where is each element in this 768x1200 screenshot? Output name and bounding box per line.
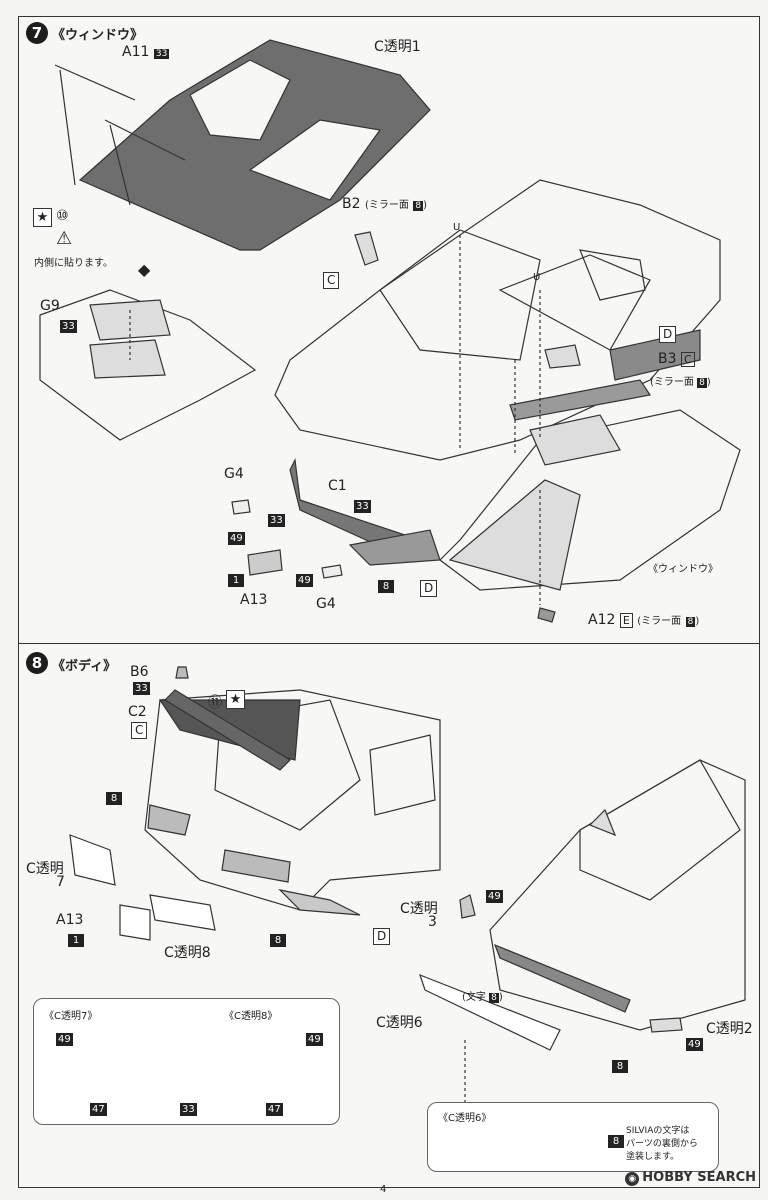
instruction-frame	[18, 16, 760, 1188]
num8-c: 8	[612, 1060, 628, 1073]
num8-b: 8	[270, 934, 286, 947]
panel-num47-b: 47	[266, 1103, 283, 1116]
label-u1: U	[453, 222, 461, 233]
c2-box: C	[131, 722, 148, 739]
num49-a: 49	[486, 890, 503, 903]
num49: 49	[296, 574, 313, 587]
page-number: 4	[380, 1184, 387, 1195]
panel-title-c-clear6: 《C透明6》	[438, 1113, 492, 1124]
step-8-title: 《ボディ》	[52, 659, 117, 674]
brand-watermark: ◉HOBBY SEARCH	[625, 1170, 756, 1186]
num49-b: 49	[686, 1038, 703, 1051]
panel-num47-a: 47	[90, 1103, 107, 1116]
panel-c6-note-2: パーツの裏側から	[626, 1139, 698, 1149]
label-c-clear7-b: 7	[56, 874, 65, 890]
panel-c6-note-1: SILVIAの文字は	[626, 1126, 690, 1136]
label-c-clear3-a: C透明	[400, 901, 438, 917]
label-g4-top: G4	[224, 466, 244, 482]
label-b6: B6	[130, 664, 149, 680]
label-c2: C2	[128, 704, 147, 720]
c1-num: 33	[354, 500, 371, 513]
step-7-title: 《ウィンドウ》	[52, 28, 144, 43]
label-num11: ⑪	[208, 695, 222, 711]
star-icon-2: ★	[226, 690, 245, 709]
panel-c6-num: 8	[608, 1135, 624, 1148]
num8-a: 8	[106, 792, 122, 805]
c-clear6-detail-panel: 《C透明6》 8 SILVIAの文字は パーツの裏側から 塗装します。	[427, 1102, 719, 1172]
step-8-badge: 8	[26, 652, 48, 674]
lens-detail-panel: 《C透明7》 《C透明8》 49 49 47 47 33	[33, 998, 340, 1125]
panel-num49-b: 49	[306, 1033, 323, 1046]
label-moji: (文字 8)	[462, 992, 503, 1003]
g9-num: 33	[60, 320, 77, 333]
label-b3-mirror: (ミラー面 8)	[650, 377, 711, 388]
panel-num33: 33	[180, 1103, 197, 1116]
panel-title-c-clear7: 《C透明7》	[44, 1011, 98, 1022]
g4-num-top: 49	[228, 532, 245, 545]
runner-c-box: C	[323, 272, 340, 289]
label-c-clear2: C透明2	[706, 1021, 753, 1037]
label-c-clear1: C透明1	[374, 39, 421, 55]
runner-d-box-2: D	[420, 580, 438, 597]
panel-num49-a: 49	[56, 1033, 73, 1046]
label-a13: A13	[240, 592, 268, 608]
label-b3: B3 C	[658, 351, 695, 367]
num33-left: 33	[268, 514, 285, 527]
b6-num: 33	[133, 682, 150, 695]
label-b2: B2 (ミラー面 8)	[342, 196, 427, 212]
label-c-clear6: C透明6	[376, 1015, 423, 1031]
d-box-step8: D	[373, 928, 391, 945]
runner-d-box: D	[659, 326, 677, 343]
label-window: 《ウィンドウ》	[648, 564, 718, 575]
num8: 8	[378, 580, 394, 593]
star-icon: ★	[33, 208, 52, 227]
label-c1: C1	[328, 478, 347, 494]
tape-icon: ◆	[138, 260, 151, 279]
num1-step8: 1	[68, 934, 84, 947]
label-a12: A12 E (ミラー面 8)	[588, 612, 700, 628]
label-a13-step8: A13	[56, 912, 84, 928]
label-g4-bottom: G4	[316, 596, 336, 612]
label-c-clear3-b: 3	[428, 914, 437, 930]
step-7-badge: 7	[26, 22, 48, 44]
label-g9: G9	[40, 298, 60, 314]
panel-c6-note-3: 塗装します。	[626, 1152, 680, 1162]
label-c-clear7-a: C透明	[26, 861, 64, 877]
num1: 1	[228, 574, 244, 587]
brand-icon: ◉	[625, 1172, 640, 1186]
panel-title-c-clear8: 《C透明8》	[224, 1011, 278, 1022]
label-c-clear8: C透明8	[164, 945, 211, 961]
label-num10: ⑩	[56, 208, 69, 224]
label-a11: A11 33	[122, 44, 170, 60]
warning-icon: ⚠	[56, 228, 73, 249]
step-divider	[18, 643, 760, 644]
warning-text: 内側に貼ります。	[34, 258, 113, 269]
label-u2: U	[533, 272, 541, 283]
